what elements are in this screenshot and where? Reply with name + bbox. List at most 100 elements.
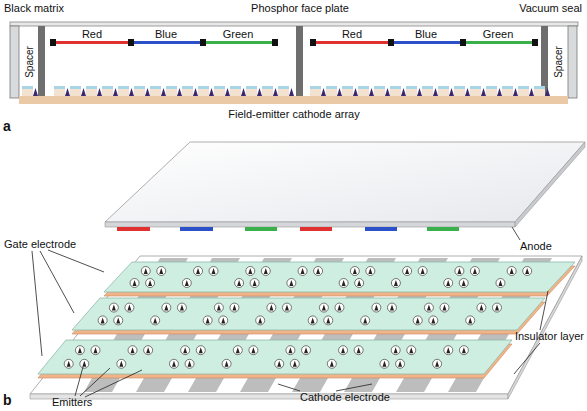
phosphor-stripe (205, 41, 272, 44)
emitter-well (130, 279, 139, 288)
part-label: Blue (415, 28, 437, 41)
emitter-well (361, 316, 370, 325)
emitter-tip (97, 88, 102, 96)
emitter-tip (145, 88, 150, 96)
emitter-well (219, 316, 228, 325)
gate-segment (214, 86, 225, 89)
emitter-tip (446, 280, 450, 286)
emitter-well (327, 359, 336, 368)
phosphor-stripe (316, 41, 388, 44)
emitter-well (396, 359, 405, 368)
insulator-segment (198, 89, 209, 96)
emitter-tip (416, 317, 420, 323)
gate-segment (518, 86, 529, 89)
emitter-tip (462, 280, 466, 286)
gate-segment (470, 86, 481, 89)
emitter-tip (237, 280, 241, 286)
part-label: Green (483, 28, 514, 41)
emitter-well (185, 359, 194, 368)
emitter-tip (394, 280, 398, 286)
emitter-well (324, 316, 333, 325)
gate-segment (358, 86, 369, 89)
emitter-well (455, 267, 464, 276)
anode-edge (515, 142, 585, 227)
insulator-segment (86, 89, 97, 96)
emitter-well (157, 267, 166, 276)
emitter-tip (253, 280, 257, 286)
emitter-well (413, 316, 422, 325)
emitter-tip (382, 361, 386, 367)
emitter-tip (188, 361, 192, 367)
gate-segment (534, 86, 545, 89)
gate-segment (278, 86, 289, 89)
black-matrix-cell (200, 39, 206, 46)
phosphor-stripe (393, 41, 460, 44)
emitter-well (203, 316, 212, 325)
gate-segment (486, 86, 497, 89)
emitter-tip (468, 317, 472, 323)
emitter-well (151, 316, 160, 325)
emitter-well (233, 346, 242, 355)
emitter-well (407, 346, 416, 355)
emitter-tip (112, 305, 116, 311)
gate-segment (246, 86, 257, 89)
emitter-tip (289, 88, 294, 96)
emitter-tip (368, 268, 372, 274)
emitter-well (355, 279, 364, 288)
emitter-tip (431, 317, 435, 323)
emitter-well (194, 267, 203, 276)
emitter-tip (264, 268, 268, 274)
emitter-well (444, 279, 453, 288)
vacuum-seal (568, 26, 577, 98)
emitter-well (387, 303, 396, 312)
emitter-well (181, 346, 190, 355)
emitter-well (339, 279, 348, 288)
phosphor-stripe (56, 41, 128, 44)
emitter-tip (353, 88, 358, 96)
spacer (38, 26, 45, 96)
emitter-well (429, 316, 438, 325)
emitter-tip (146, 347, 150, 353)
gate-segment (422, 86, 433, 89)
emitter-well (372, 303, 381, 312)
emitter-tip (385, 88, 390, 96)
emitter-well (459, 346, 468, 355)
emitter-well (250, 279, 259, 288)
phosphor-stripe (465, 41, 532, 44)
emitter-group (130, 267, 532, 288)
emitter-well (366, 267, 375, 276)
emitter-tip (321, 88, 326, 96)
emitter-well (141, 267, 150, 276)
cathode-substrate (19, 96, 568, 104)
insulator-segment (310, 89, 321, 96)
gate-segment (166, 86, 177, 89)
emitter-well (492, 303, 501, 312)
emitter-well (91, 346, 100, 355)
insulator-segment (406, 89, 417, 96)
insulator-segment (150, 89, 161, 96)
insulator-segment (102, 89, 113, 96)
phosphor-stripe (180, 227, 213, 231)
gate-segment (342, 86, 353, 89)
insulator-segment (390, 89, 401, 96)
part-label: Blue (155, 28, 177, 41)
part-label: Anode (520, 240, 552, 253)
insulator-segment (22, 89, 33, 96)
emitter-well (286, 346, 295, 355)
phosphor-stripe (427, 227, 459, 231)
gate-segment (230, 86, 241, 89)
emitter-tip (304, 347, 308, 353)
emitter-well (496, 279, 505, 288)
emitter-well (507, 267, 516, 276)
anode-edge (105, 222, 515, 227)
part-label: Gate electrode (4, 238, 76, 251)
emitter-row (22, 86, 550, 96)
base-plate (30, 256, 582, 394)
emitter-tip (183, 347, 187, 353)
emitter-well (214, 303, 223, 312)
gate-segment (102, 86, 113, 89)
emitter-tip (427, 305, 431, 311)
phosphor-stripe (300, 227, 332, 231)
emitter-tip (525, 268, 529, 274)
emitter-tip (357, 347, 361, 353)
